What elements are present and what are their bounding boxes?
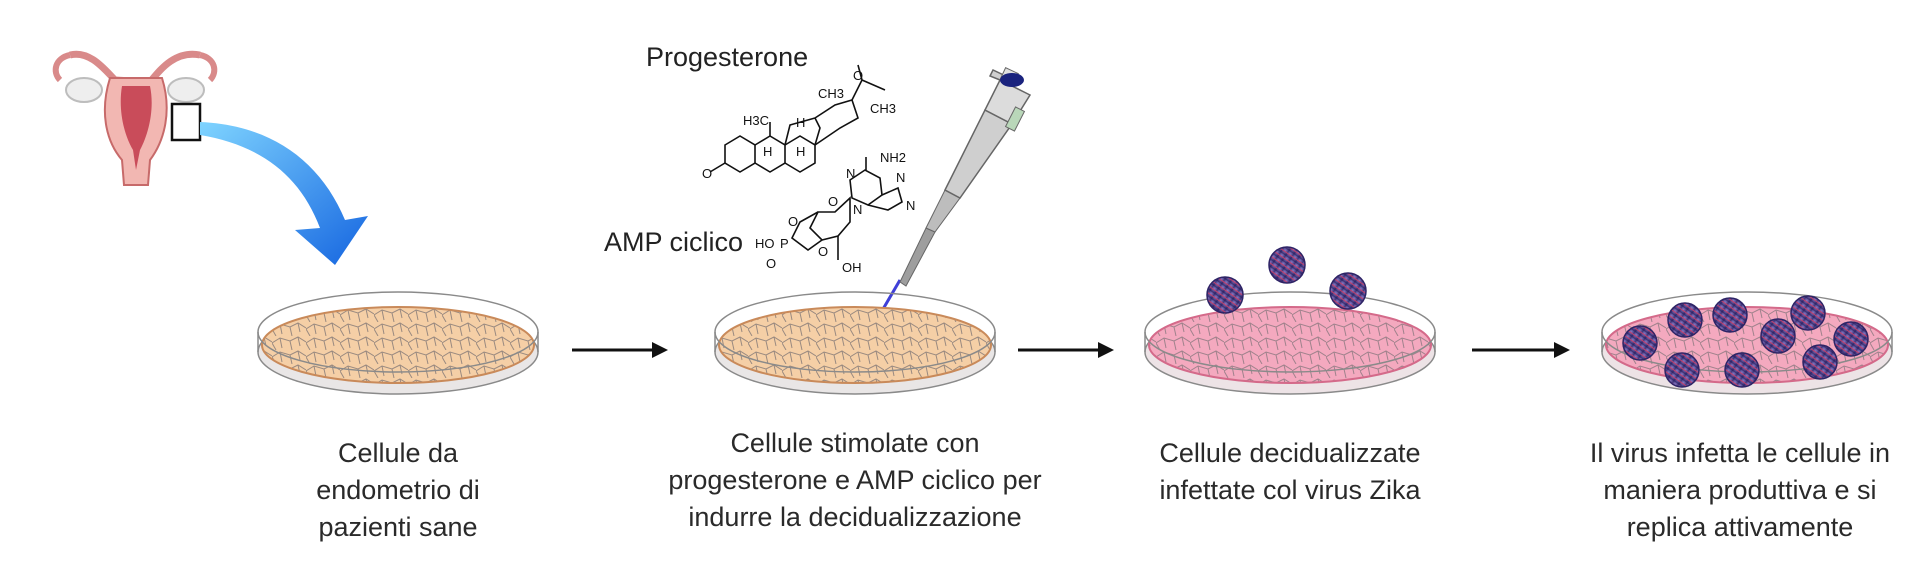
caption-line: Cellule decidualizzate <box>1159 438 1421 468</box>
virus-icon <box>1833 321 1869 357</box>
camp-label: AMP ciclico <box>604 227 744 257</box>
uterus-icon <box>52 50 218 186</box>
caption-line: endometrio di <box>316 475 480 505</box>
pipette-icon <box>870 67 1032 329</box>
step-caption-4: Il virus infetta le cellule in maniera p… <box>1560 435 1920 546</box>
curved-arrow-icon <box>200 122 368 265</box>
step-caption-3: Cellule decidualizzate infettate col vir… <box>1140 435 1440 509</box>
step-caption-2: Cellule stimolate con progesterone e AMP… <box>650 425 1060 536</box>
atom-label: P <box>780 236 789 251</box>
atom-label: NH2 <box>880 150 906 165</box>
camp-structure <box>790 157 903 260</box>
caption-line: Cellule stimolate con <box>730 428 980 458</box>
virus-group-above-dish <box>1206 246 1367 314</box>
atom-label: N <box>853 202 862 217</box>
caption-line: pazienti sane <box>318 512 478 542</box>
atom-label: O <box>702 166 712 181</box>
caption-line: Il virus infetta le cellule in <box>1589 438 1891 468</box>
virus-icon <box>1802 344 1838 380</box>
atom-label: HO <box>755 236 775 251</box>
progesterone-atoms: H3C CH3 O CH3 H H H O <box>702 68 896 181</box>
virus-icon <box>1329 272 1367 310</box>
atom-label: O <box>818 244 828 259</box>
atom-label: H3C <box>743 113 769 128</box>
caption-line: replica attivamente <box>1626 512 1854 542</box>
atom-label: O <box>853 68 863 83</box>
virus-icon <box>1724 352 1760 388</box>
progesterone-structure <box>709 64 886 173</box>
caption-line: Cellule da <box>337 438 459 468</box>
atom-label: CH3 <box>818 86 844 101</box>
petri-dish-icon <box>257 291 539 395</box>
atom-label: N <box>846 166 855 181</box>
virus-group-in-dish <box>1622 295 1869 388</box>
atom-label: O <box>766 256 776 271</box>
atom-label: H <box>796 144 805 159</box>
caption-line: maniera produttiva e si <box>1603 475 1877 505</box>
step-caption-1: Cellule da endometrio di pazienti sane <box>298 435 498 546</box>
virus-icon <box>1790 295 1826 331</box>
petri-dish-icon <box>714 291 996 395</box>
virus-icon <box>1622 325 1658 361</box>
caption-line: infettate col virus Zika <box>1159 475 1421 505</box>
caption-line: indurre la decidualizzazione <box>688 502 1022 532</box>
atom-label: O <box>788 214 798 229</box>
camp-atoms: NH2 N N N N O O O P HO O OH <box>755 150 915 275</box>
atom-label: H <box>796 115 805 130</box>
caption-line: progesterone e AMP ciclico per <box>668 465 1042 495</box>
atom-label: N <box>906 198 915 213</box>
virus-icon <box>1664 352 1700 388</box>
atom-label: N <box>896 170 905 185</box>
atom-label: CH3 <box>870 101 896 116</box>
virus-icon <box>1760 318 1796 354</box>
virus-icon <box>1667 302 1703 338</box>
atom-label: OH <box>842 260 862 275</box>
arrow-right-icon <box>572 342 668 358</box>
virus-icon <box>1206 276 1244 314</box>
petri-dish-icon <box>1144 291 1436 395</box>
virus-icon <box>1712 297 1748 333</box>
virus-icon <box>1268 246 1306 284</box>
atom-label: O <box>828 194 838 209</box>
atom-label: H <box>763 144 772 159</box>
arrow-right-icon <box>1018 342 1114 358</box>
arrow-right-icon <box>1472 342 1570 358</box>
progesterone-label: Progesterone <box>646 42 809 72</box>
